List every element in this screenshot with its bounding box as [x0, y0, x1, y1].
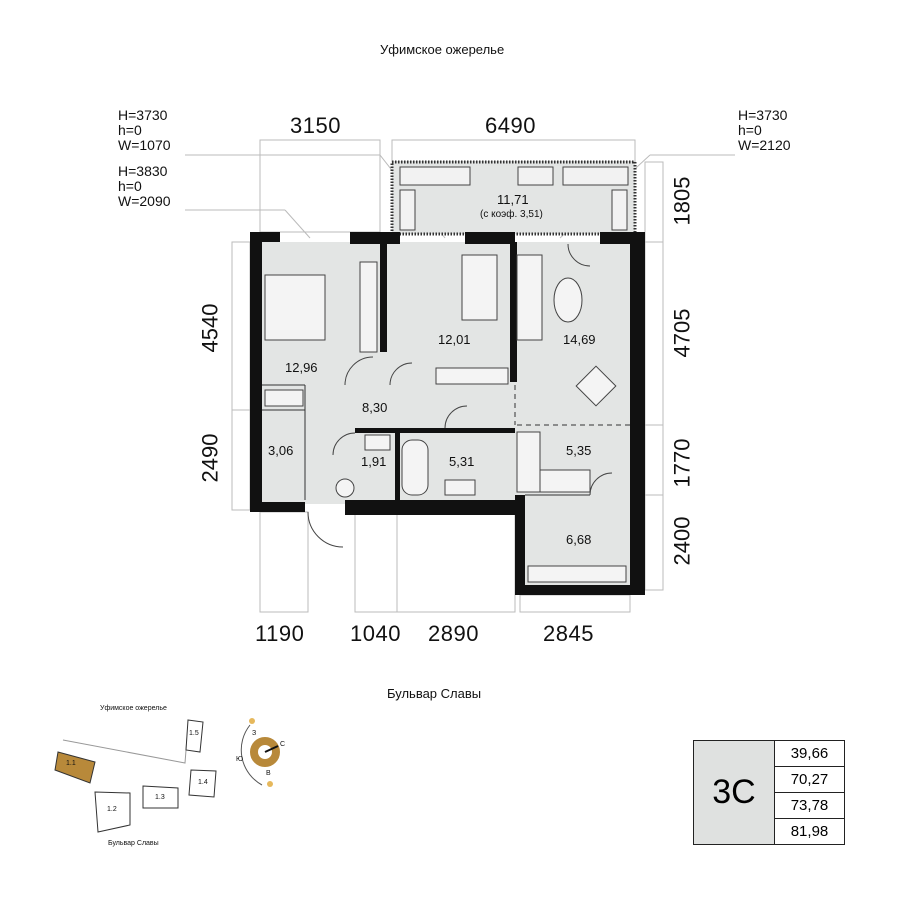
doors [307, 243, 613, 548]
dim-right: 4705 [669, 308, 695, 358]
street-top: Уфимское ожерелье [380, 42, 505, 57]
dim-right: 2400 [669, 516, 695, 566]
dim-bottom: 1190 [255, 621, 305, 646]
summary-value: 81,98 [790, 823, 829, 840]
partitions [262, 384, 630, 500]
section-label: 1.5 [189, 730, 199, 737]
area-hall: 8,30 [362, 400, 388, 415]
area-bath: 5,31 [449, 454, 475, 469]
window-spec: H=3730 h=0 W=1070 [118, 107, 171, 153]
section-1-1 [54, 751, 96, 784]
sink-wc [364, 434, 391, 451]
section-1-4 [188, 769, 217, 798]
mini-street-top: Уфимское ожерелье [100, 705, 167, 712]
dim-right: 1805 [669, 176, 695, 226]
dining-table [575, 365, 617, 407]
compass-e: В [266, 770, 271, 777]
area-living: 14,69 [563, 332, 596, 347]
section-1-3 [142, 785, 179, 809]
area-summary-table: 3С 39,66 70,27 73,78 81,98 [693, 740, 845, 845]
area-bedroom: 12,96 [285, 360, 318, 375]
coffee-table [553, 277, 583, 323]
area-kitchen: 5,35 [566, 443, 592, 458]
bed [264, 274, 326, 341]
dim-bottom: 2890 [428, 621, 479, 646]
wardrobe-2 [527, 565, 627, 583]
bed-2 [461, 254, 498, 321]
apartment-type: 3С [694, 741, 775, 844]
sun-icon [267, 781, 273, 787]
compass-w: З [252, 730, 257, 737]
dim-left: 4540 [197, 303, 223, 353]
area-closet: 3,06 [268, 443, 294, 458]
sink [444, 479, 476, 496]
wardrobe-4 [359, 261, 378, 353]
dim-top: 6490 [485, 113, 536, 138]
sofa [516, 254, 543, 341]
dim-left: 2490 [197, 433, 223, 483]
area-room-3: 6,68 [566, 532, 592, 547]
balcony-planters [399, 166, 629, 231]
wardrobe [435, 367, 509, 385]
walls [250, 232, 645, 595]
kitchen-counter-2 [539, 469, 591, 493]
summary-value: 39,66 [775, 741, 844, 767]
compass-n: С [280, 741, 286, 748]
summary-value: 73,78 [775, 793, 844, 819]
compass-ring [250, 737, 280, 767]
summary-value: 70,27 [775, 767, 844, 793]
dim-top: 3150 [290, 113, 341, 138]
compass-needle [264, 745, 279, 753]
window-spec: H=3730 h=0 W=2120 [738, 107, 791, 153]
shower-drain [335, 478, 355, 498]
area-room: 12,01 [438, 332, 471, 347]
street-bottom: Бульвар Славы [387, 686, 482, 701]
section-label: 1.4 [198, 779, 208, 786]
site-mini-map [54, 718, 280, 833]
sun-icon [249, 718, 255, 724]
dim-bottom: 1040 [350, 621, 401, 646]
furniture [264, 254, 627, 583]
area-wc: 1,91 [361, 454, 387, 469]
kitchen-counter [516, 431, 541, 493]
section-label: 1.2 [107, 806, 117, 813]
dim-bottom: 2845 [543, 621, 594, 646]
area-balcony: 11,71 [497, 192, 529, 207]
section-1-5 [185, 719, 204, 753]
section-label: 1.3 [155, 794, 165, 801]
wardrobe-3 [264, 389, 304, 407]
area-balcony-note: (с коэф. 3,51) [480, 209, 543, 220]
section-1-2 [94, 791, 131, 833]
bathtub [401, 439, 429, 496]
window-spec: H=3830 h=0 W=2090 [118, 163, 171, 209]
dim-right: 1770 [669, 438, 695, 488]
compass-s: Ю [236, 756, 244, 763]
mini-street-bottom: Бульвар Славы [108, 840, 159, 847]
section-label: 1.1 [66, 760, 76, 767]
